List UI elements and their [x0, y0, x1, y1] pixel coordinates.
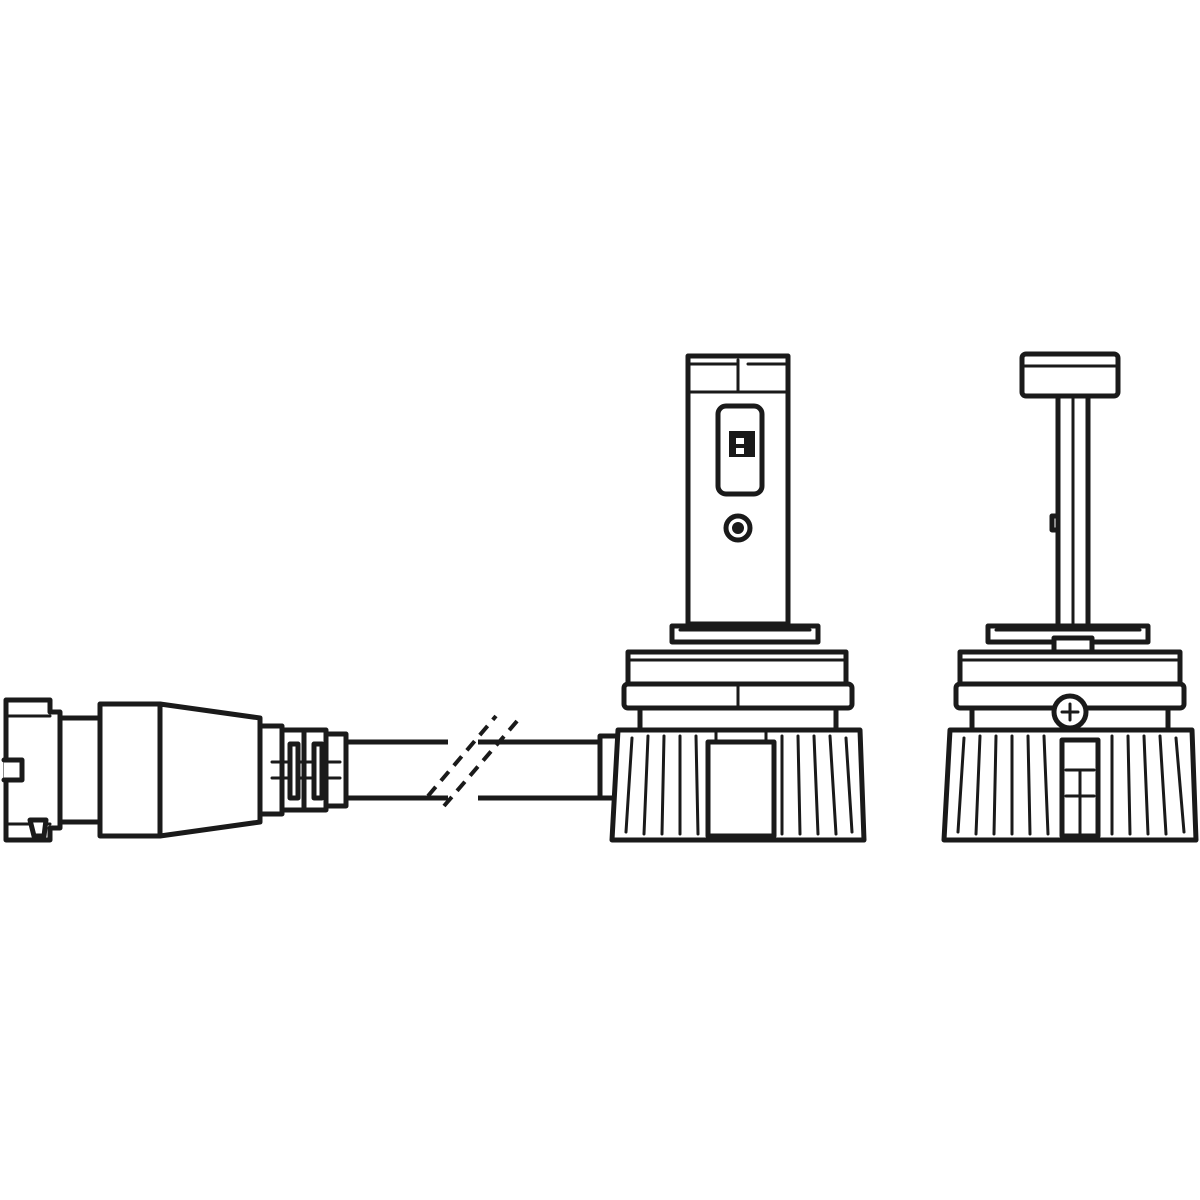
- heatsink-fins-right: [780, 734, 854, 836]
- bulb-front-view: [609, 353, 867, 843]
- bulb-side-view: [941, 351, 1199, 843]
- heatsink-fins-side: [956, 734, 1186, 836]
- heatsink-fins-left: [624, 734, 700, 836]
- cable: [343, 714, 627, 810]
- rubber-boot: [157, 701, 349, 839]
- connector-plug: [1, 697, 163, 843]
